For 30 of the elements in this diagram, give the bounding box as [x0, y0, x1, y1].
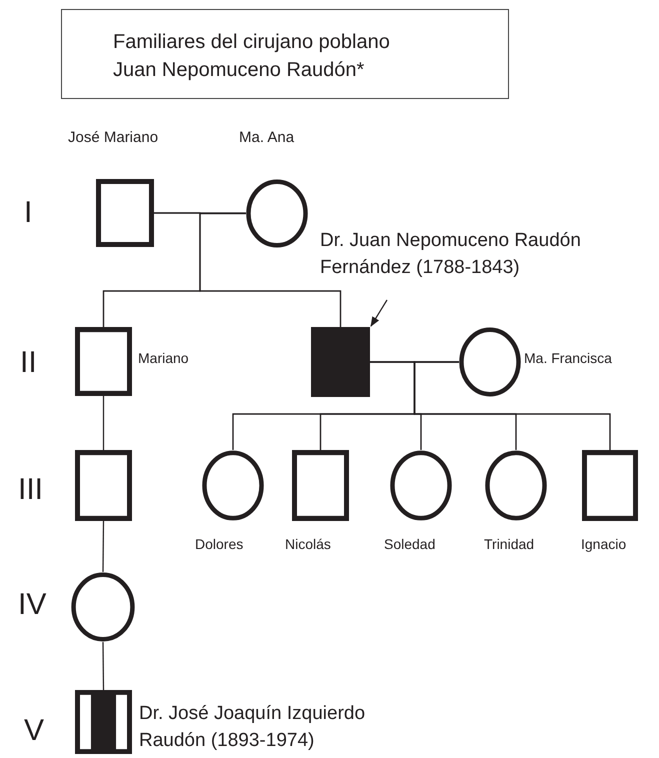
person-name: Ignacio: [581, 535, 628, 554]
generation-numeral: III: [18, 472, 44, 508]
person-name: Trinidad: [484, 535, 536, 554]
title-box: [61, 9, 509, 99]
female-circle-symbol: [485, 450, 547, 521]
person-name: Nicolás: [285, 535, 332, 554]
person-name: José Mariano: [68, 128, 160, 148]
female-circle-symbol: [390, 450, 452, 521]
pedigree-line: [102, 521, 104, 572]
pedigree-line: [102, 396, 104, 450]
person-name: Dolores: [195, 535, 244, 554]
generation-numeral: V: [24, 713, 44, 749]
female-circle-symbol: [71, 572, 135, 642]
person-name: Mariano: [138, 349, 190, 368]
person-name: Dr. José Joaquín Izquierdo Raudón (1893-1974): [139, 702, 366, 753]
generation-numeral: II: [20, 345, 37, 381]
pointer-arrow: [370, 300, 388, 327]
generation-numeral: I: [24, 195, 32, 231]
pedigree-line: [414, 361, 611, 450]
title-text: Familiares del cirujano poblano Juan Nepomuceno Raudón*: [113, 30, 391, 83]
person-name: Ma. Ana: [239, 128, 296, 148]
pedigree-line: [199, 212, 342, 327]
female-circle-symbol: [246, 179, 308, 248]
person-name: Ma. Francisca: [524, 349, 613, 368]
proband-name: Dr. Juan Nepomuceno Raudón Fernández (1788-1843): [320, 229, 582, 280]
generation-numeral: IV: [18, 587, 46, 623]
female-circle-symbol: [202, 450, 264, 521]
female-circle-symbol: [459, 327, 521, 397]
person-name: Soledad: [384, 535, 436, 554]
pedigree-line: [102, 642, 104, 690]
